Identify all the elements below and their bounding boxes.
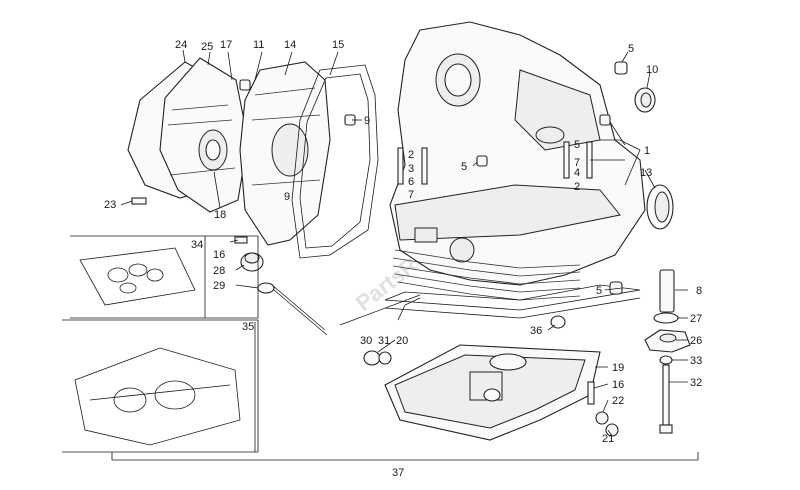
callout-21: 21 [602,433,614,445]
outer-cover-assembly [127,57,249,213]
cover-gasket [291,64,379,259]
studs-group [239,61,628,295]
callout-5-mid: 5 [461,161,467,173]
callout-5-right: 5 [574,139,580,151]
callout-15: 15 [332,39,344,51]
callout-23: 23 [104,199,116,211]
gasket-kit-35 [62,319,259,453]
callout-34: 34 [191,239,203,251]
callout-27: 27 [690,313,702,325]
callout-4: 4 [574,167,580,179]
callout-17: 17 [220,39,232,51]
callout-22: 22 [612,395,624,407]
callout-18: 18 [214,209,226,221]
timing-cover [239,61,331,246]
callout-20: 20 [396,335,408,347]
crankcase-block [389,21,646,301]
callout-26: 26 [690,335,702,347]
callout-labels: 24 25 17 11 14 15 9 18 23 9 10 5 5 7 1 1… [104,39,702,479]
callout-1: 1 [644,145,650,157]
callout-16-right: 16 [612,379,624,391]
callout-9-mid: 9 [284,191,290,203]
callout-25: 25 [201,41,213,53]
leader-lines [120,49,688,452]
callout-24: 24 [175,39,187,51]
seal-ring-13 [646,184,674,230]
filter-group [644,269,691,434]
callout-11: 11 [253,39,264,51]
callout-9-top: 9 [364,115,370,127]
callout-5-low: 5 [596,285,602,297]
callout-6: 6 [408,176,414,188]
callout-32: 32 [690,377,702,389]
callout-33: 33 [690,355,702,367]
callout-2-left: 2 [408,149,414,161]
callout-29: 29 [213,280,225,292]
callout-16-left: 16 [213,249,225,261]
callout-14: 14 [284,39,296,51]
bracket-37 [111,452,699,461]
callout-31: 31 [378,335,390,347]
callout-30: 30 [360,335,372,347]
callout-7-right: 7 [574,157,580,169]
callout-28: 28 [213,265,225,277]
filler-cap-group [131,197,328,336]
callout-2-right: 2 [574,181,580,193]
callout-3: 3 [408,163,414,175]
oil-sump [384,344,601,441]
gasket-kit-34 [70,235,259,319]
callout-5-top: 5 [628,43,634,55]
callout-35: 35 [242,321,254,333]
callout-19: 19 [612,362,624,374]
callout-10: 10 [646,64,658,76]
callout-13: 13 [640,167,652,179]
callout-36: 36 [530,325,542,337]
ring-10 [634,87,656,113]
callout-37: 37 [392,467,404,479]
sump-gasket [384,284,641,319]
callout-7-left: 7 [408,189,414,201]
callout-8: 8 [696,285,702,297]
